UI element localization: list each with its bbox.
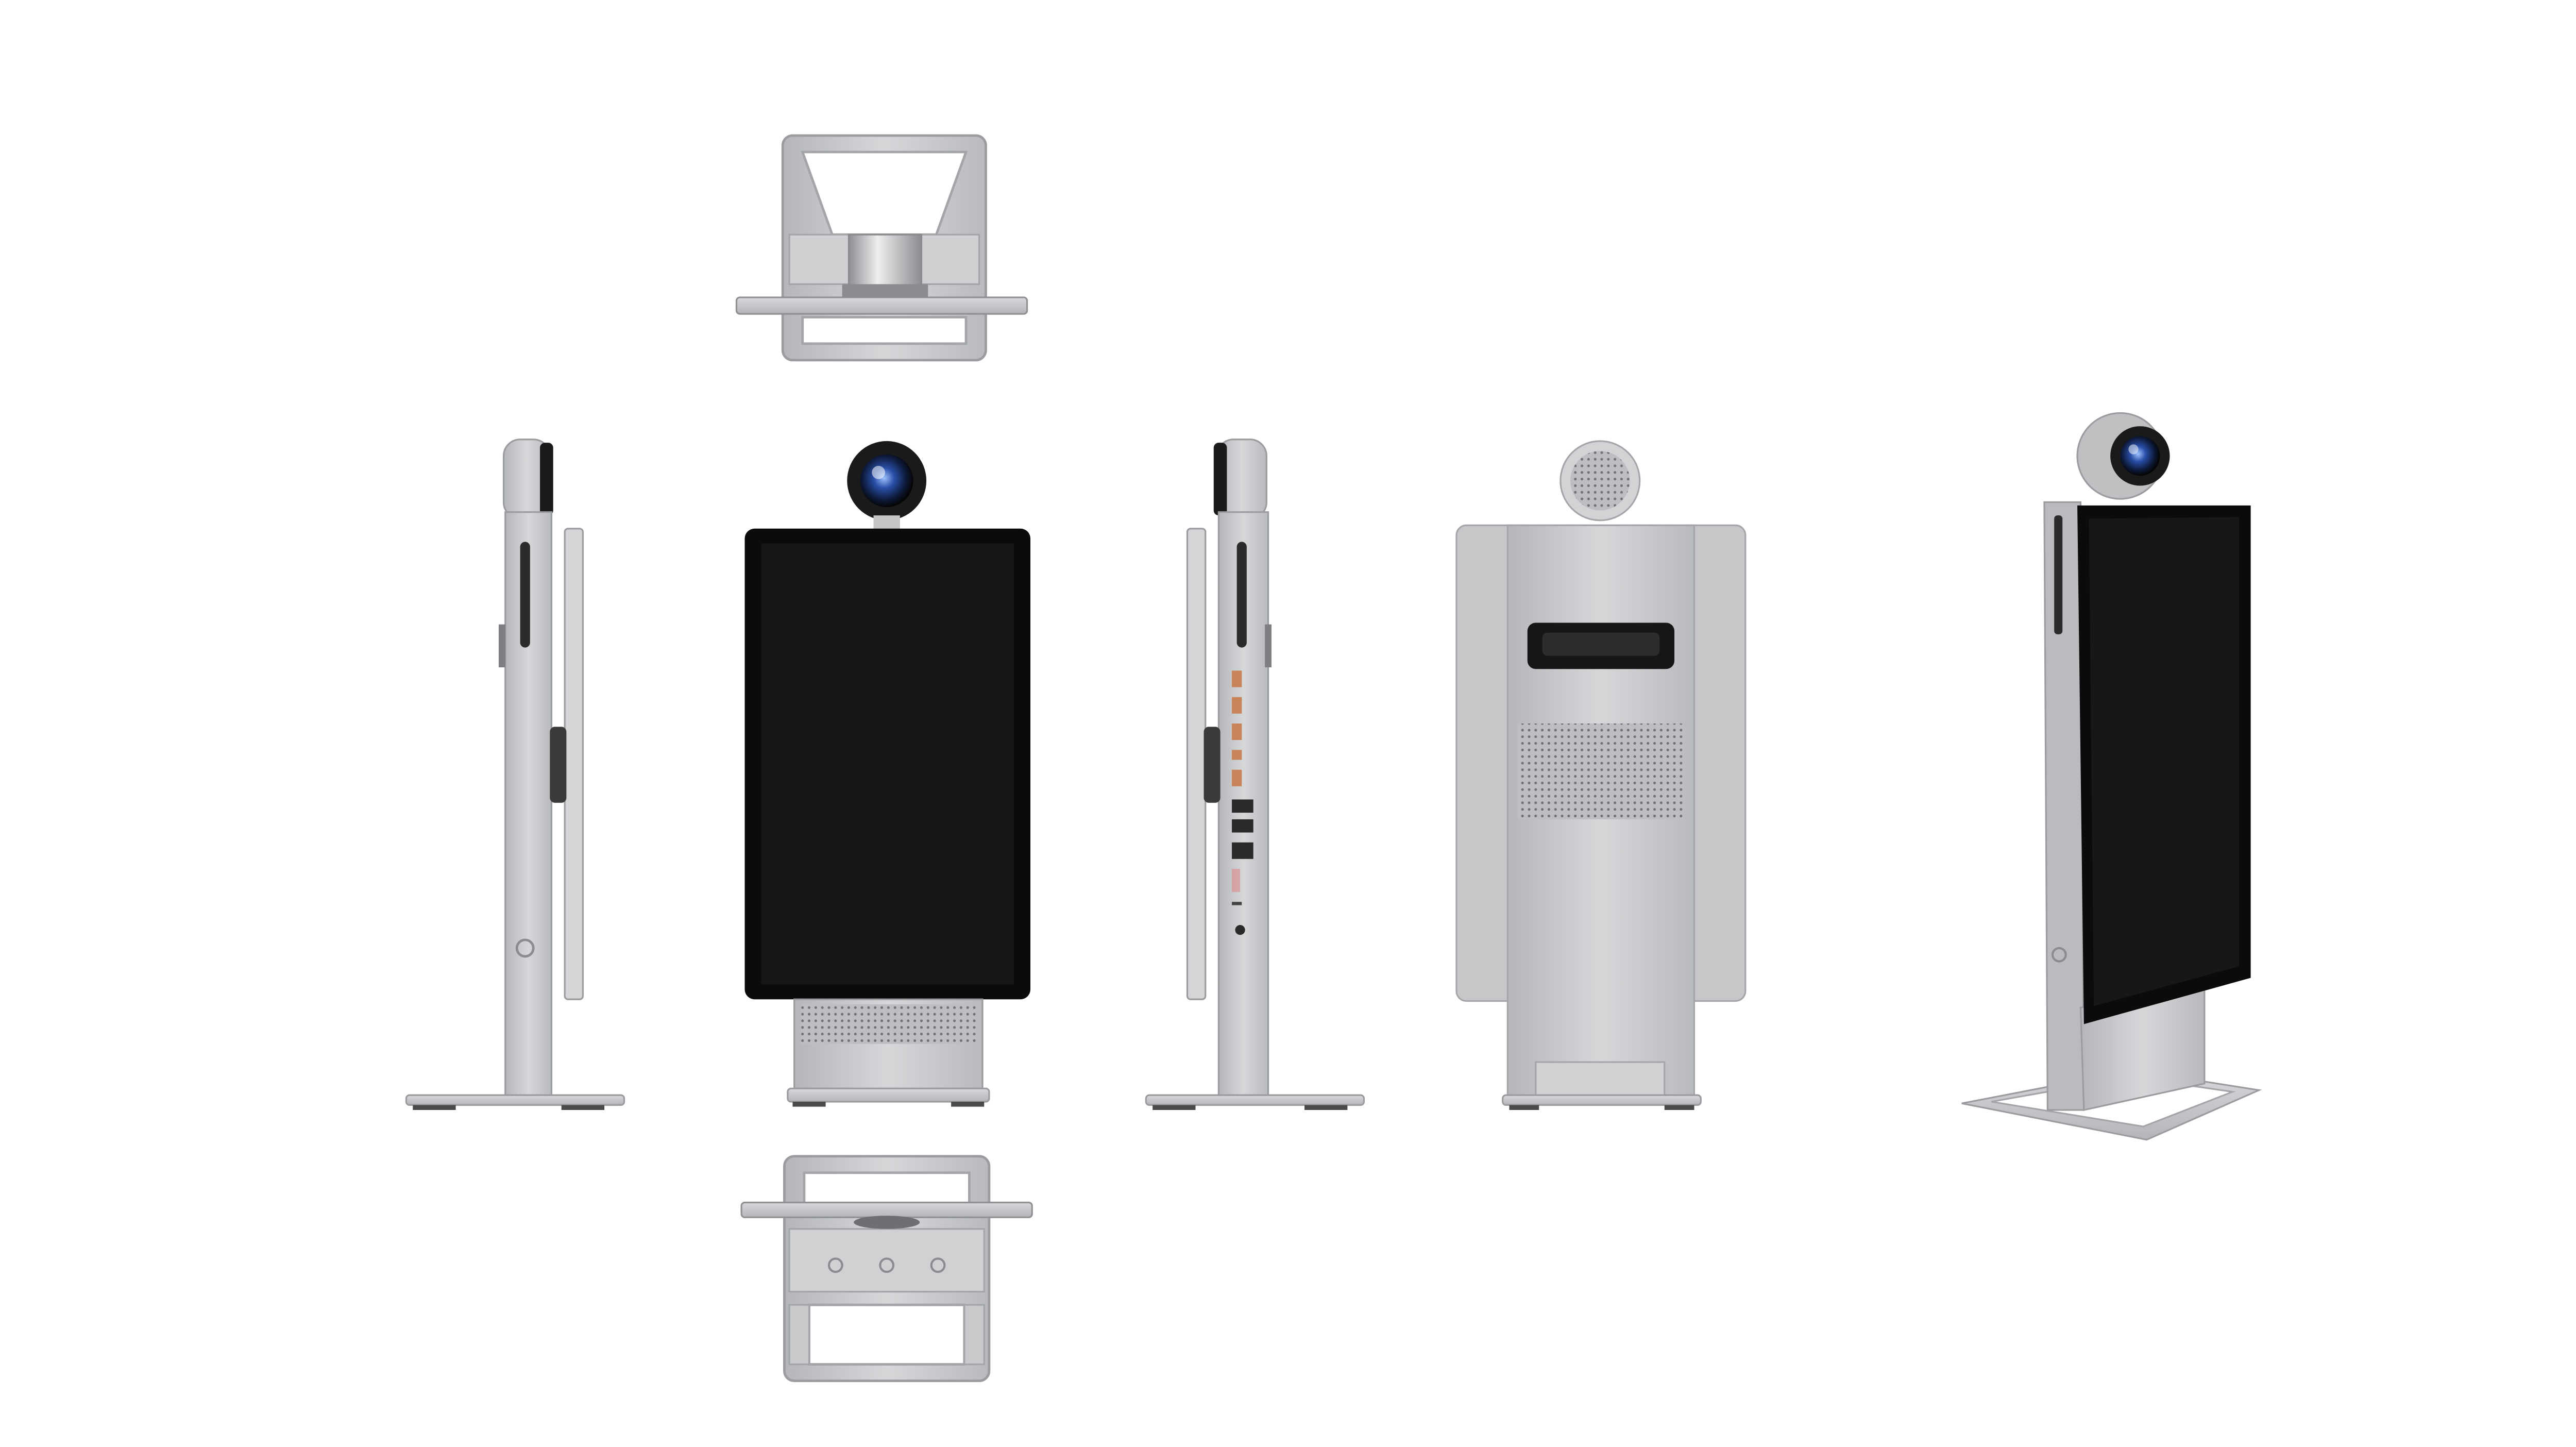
front-view [744,441,1030,1107]
top-view [735,134,1028,362]
perspective-view [1961,412,2262,1141]
bottom-view [740,1155,1033,1383]
right-side-view [1145,439,1365,1110]
left-side-view [405,439,625,1110]
back-view [1455,440,1747,1110]
